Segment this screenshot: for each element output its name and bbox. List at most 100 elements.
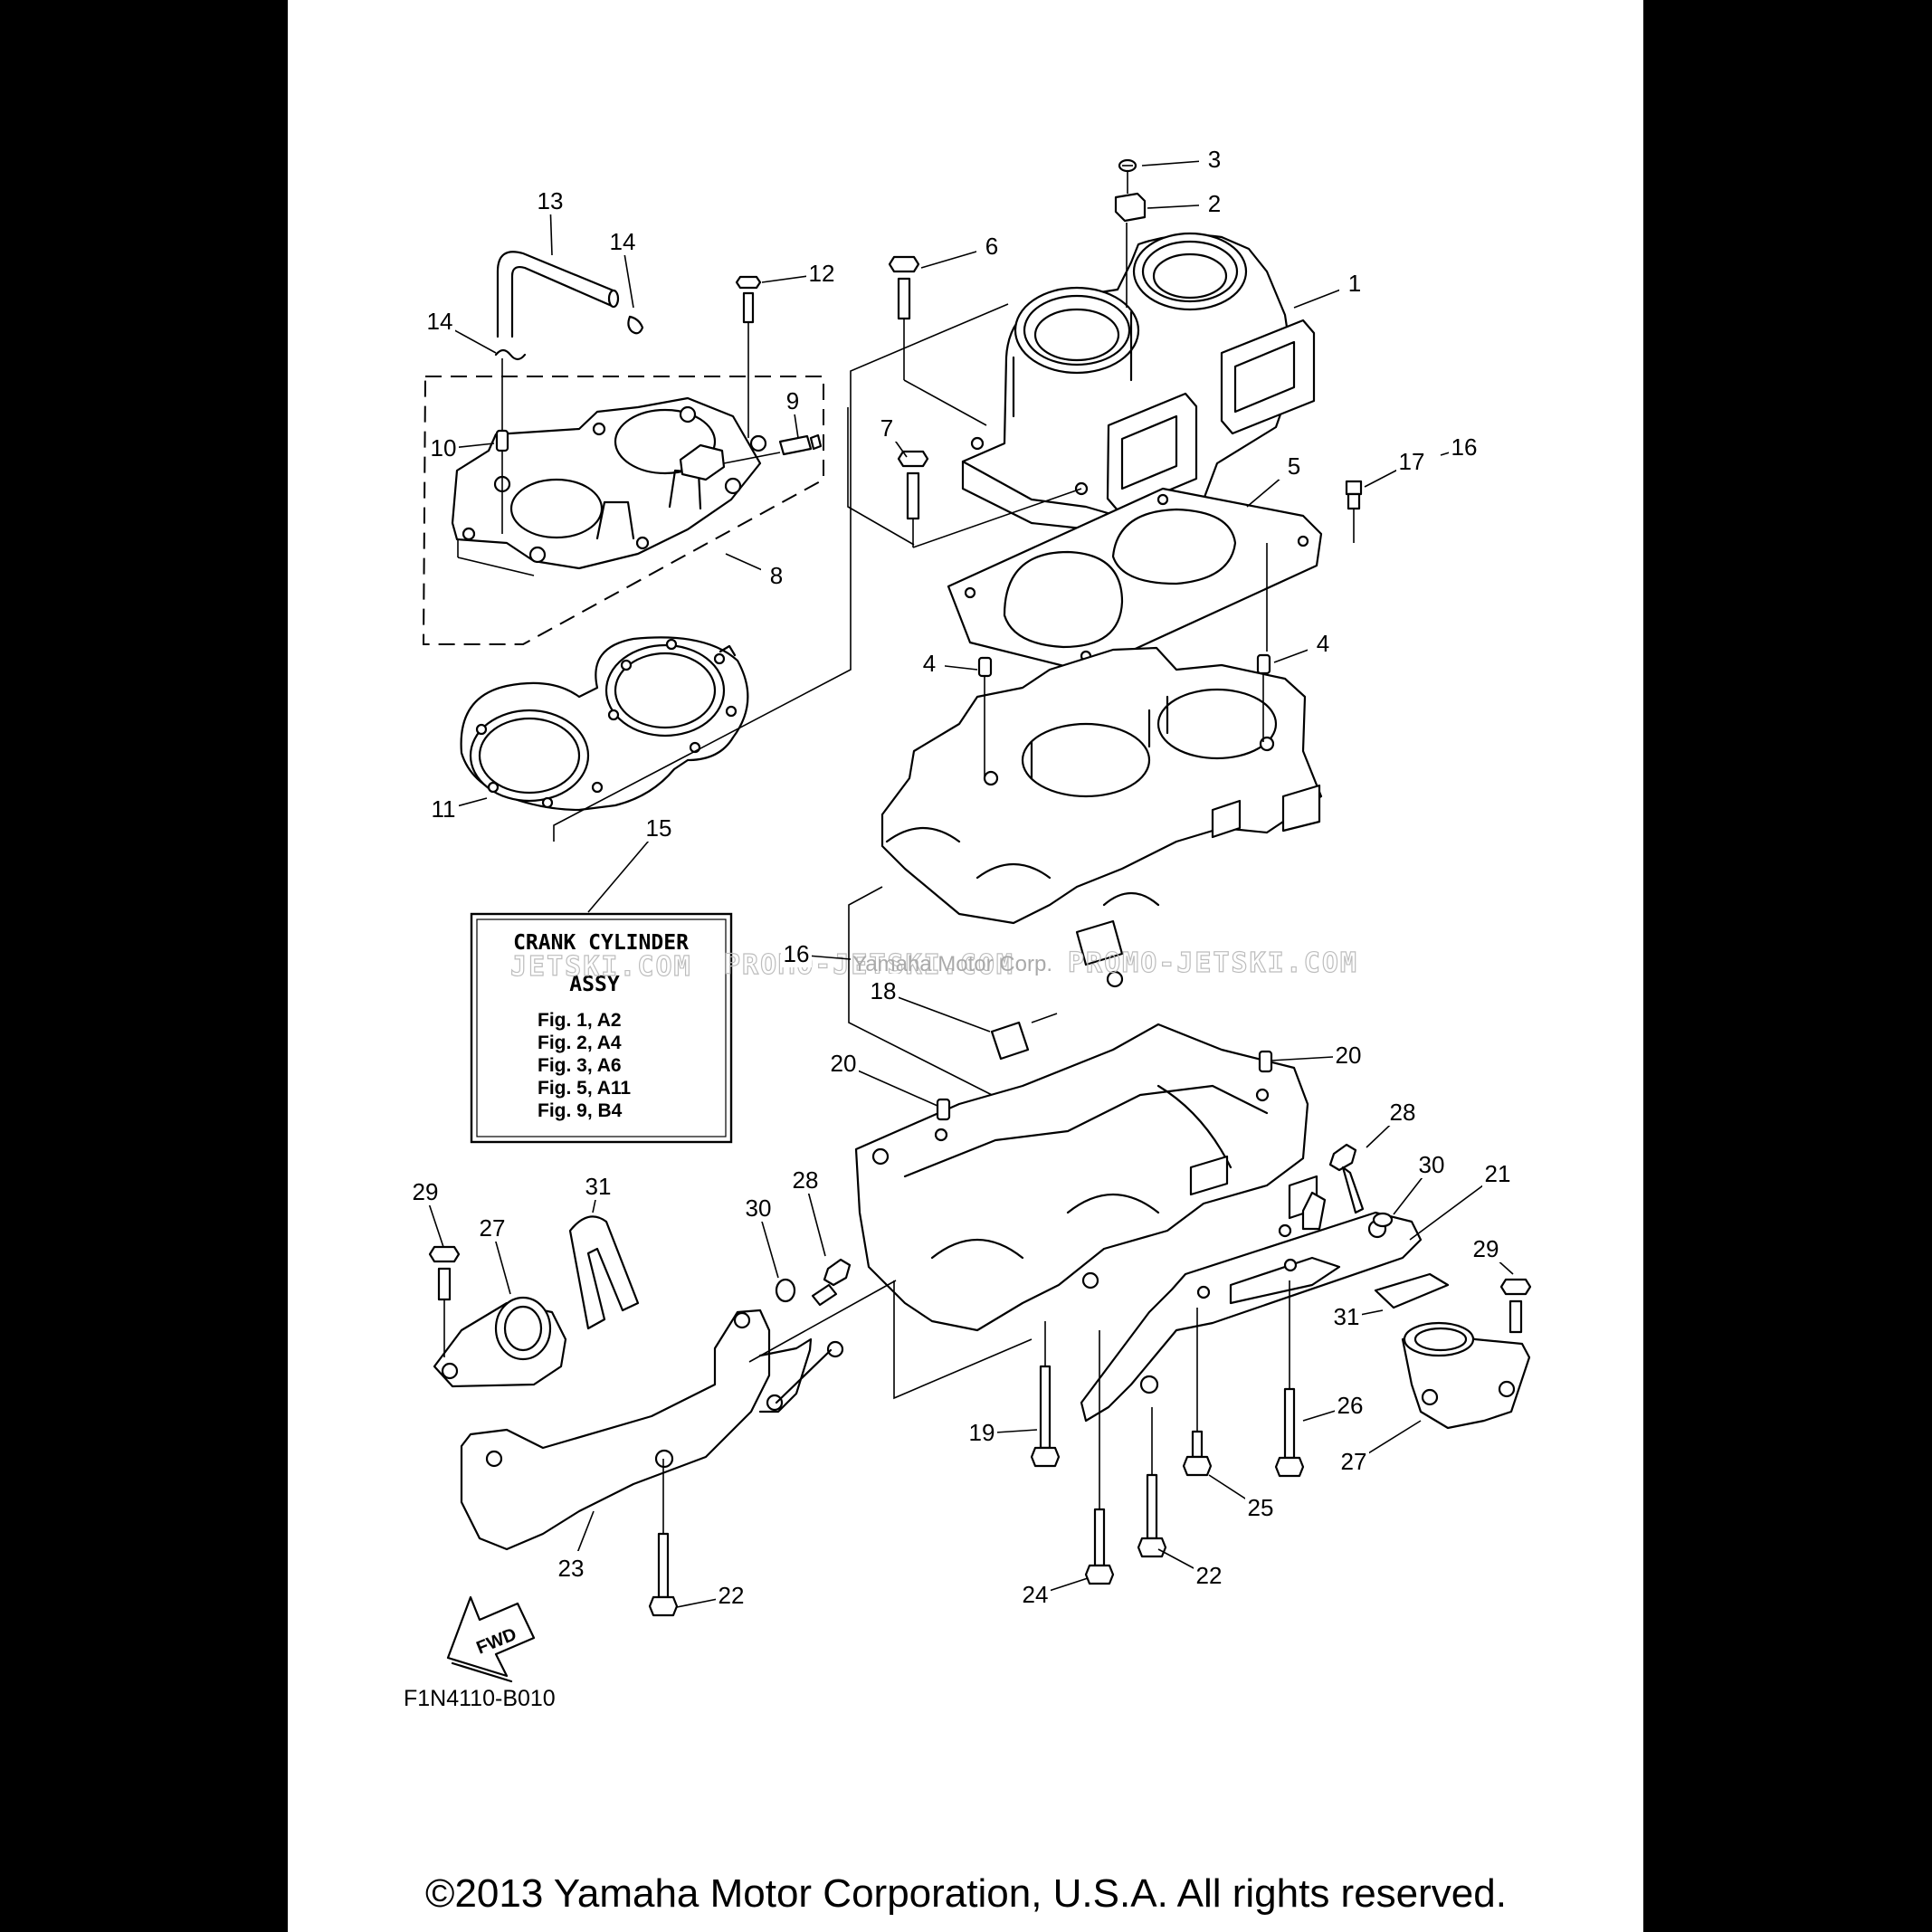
callout-backdrop	[1396, 444, 1427, 475]
callout-backdrop	[1449, 430, 1480, 461]
callout-number: 1	[1348, 270, 1361, 297]
assembly-guide-line-2	[848, 886, 1007, 1103]
callout-number: 9	[786, 387, 799, 414]
callout-number: 19	[969, 1419, 995, 1446]
callout-c27b: 27	[1338, 1420, 1422, 1475]
reference-fig-5: Fig. 5, A11	[538, 1078, 631, 1099]
callout-c28b: 28	[1366, 1095, 1418, 1148]
callout-number: 24	[1023, 1581, 1049, 1608]
reference-title-line1: CRANK CYLINDER	[513, 931, 689, 955]
callout-number: 3	[1208, 146, 1221, 173]
plate-part-31-right	[1374, 1272, 1450, 1309]
callout-number: 21	[1485, 1160, 1511, 1187]
callout-backdrop	[1338, 1444, 1369, 1475]
callout-leader	[882, 991, 991, 1033]
callout-backdrop	[1279, 449, 1309, 480]
watermark-faint: Yamaha Motor Corp.	[852, 952, 1052, 976]
callout-c3: 3	[1141, 142, 1230, 173]
callout-backdrop	[743, 1191, 774, 1222]
callout-c7: 7	[871, 411, 908, 458]
callout-c31b: 31	[1331, 1299, 1384, 1330]
callout-number: 8	[770, 562, 783, 589]
reference-fig-3: Fig. 3, A6	[538, 1055, 622, 1076]
mount-part-27-left	[433, 1296, 567, 1388]
bolt-part-19	[1030, 1321, 1061, 1468]
callout-backdrop	[535, 184, 566, 214]
callout-c29a: 29	[410, 1175, 444, 1248]
callout-backdrop	[781, 937, 812, 967]
callout-c6: 6	[920, 229, 1007, 269]
bolt-part-29-right	[1499, 1278, 1532, 1334]
callout-c14b: 14	[607, 224, 638, 309]
callout-number: 25	[1248, 1494, 1274, 1521]
crankcase-lower	[854, 1023, 1318, 1332]
callout-number: 22	[719, 1582, 745, 1609]
callout-c14a: 14	[424, 304, 497, 354]
callout-number: 27	[480, 1214, 506, 1242]
watermark: JETSKI.COM PROMO-JETSKI.COM PROMO-JETSKI…	[509, 947, 1356, 983]
callout-c17: 17	[1364, 444, 1427, 488]
callout-backdrop	[583, 1169, 614, 1200]
callout-backdrop	[761, 558, 792, 589]
callout-number: 4	[923, 650, 936, 677]
diagram-code: F1N4110-B010	[404, 1686, 556, 1711]
callout-c8: 8	[725, 553, 792, 589]
callout-number: 16	[784, 940, 810, 967]
callout-number: 14	[610, 228, 636, 255]
callout-c20a: 20	[828, 1046, 938, 1107]
callout-c22a: 22	[1157, 1548, 1224, 1589]
callout-number: 10	[431, 434, 457, 462]
bolt-part-29-left	[428, 1245, 461, 1357]
callout-number: 14	[427, 308, 453, 335]
callout-number: 30	[1419, 1151, 1445, 1178]
callout-number: 15	[646, 814, 672, 842]
callout-backdrop	[556, 1551, 586, 1582]
callout-backdrop	[1331, 1299, 1362, 1330]
reference-fig-1: Fig. 1, A2	[538, 1010, 622, 1031]
callout-backdrop	[868, 974, 899, 1004]
washer-part-30-right	[1372, 1212, 1394, 1228]
callout-c19: 19	[966, 1415, 1038, 1446]
callout-backdrop	[777, 384, 808, 414]
callout-leader	[587, 828, 660, 913]
plate-part-31-left	[568, 1215, 640, 1330]
cylinder-part-1	[961, 232, 1316, 531]
callout-c4a: 4	[914, 646, 978, 677]
screw-part-3	[1118, 158, 1137, 194]
callout-c2: 2	[1147, 186, 1230, 217]
callout-c13: 13	[535, 184, 566, 256]
callout-backdrop	[1387, 1095, 1418, 1126]
callout-leader	[842, 1063, 938, 1107]
bolt-part-28-left	[811, 1258, 852, 1307]
callout-number: 28	[793, 1166, 819, 1194]
bracket-part-21	[1080, 1191, 1423, 1423]
bolt-part-26	[1274, 1280, 1305, 1478]
callout-number: 5	[1288, 452, 1300, 480]
crankcase-upper	[880, 509, 1355, 988]
callout-number: 30	[746, 1194, 772, 1222]
callout-number: 31	[1334, 1303, 1360, 1330]
callout-backdrop	[1199, 142, 1230, 173]
callout-backdrop	[1199, 186, 1230, 217]
callout-backdrop	[716, 1578, 747, 1609]
callout-number: 29	[1473, 1235, 1499, 1262]
callout-number: 31	[585, 1173, 612, 1200]
watermark-left: JETSKI.COM	[510, 951, 692, 983]
callout-number: 23	[558, 1555, 585, 1582]
callout-number: 16	[1451, 433, 1478, 461]
bolt-part-22-left	[648, 1459, 679, 1617]
callout-backdrop	[1416, 1147, 1447, 1178]
callout-number: 17	[1399, 448, 1425, 475]
callout-backdrop	[1335, 1388, 1366, 1419]
callout-backdrop	[607, 224, 638, 255]
callout-backdrop	[806, 256, 837, 287]
callout-backdrop	[410, 1175, 441, 1205]
diagram-sheet: CRANK CYLINDER ASSY Fig. 1, A2 Fig. 2, A…	[288, 0, 1643, 1932]
reference-fig-2: Fig. 2, A4	[538, 1033, 622, 1053]
callout-number: 20	[831, 1050, 857, 1077]
bushing-part-18	[990, 1013, 1058, 1061]
callout-c15: 15	[587, 811, 674, 913]
bolt-part-6	[888, 255, 987, 426]
callout-c29b: 29	[1470, 1232, 1514, 1275]
